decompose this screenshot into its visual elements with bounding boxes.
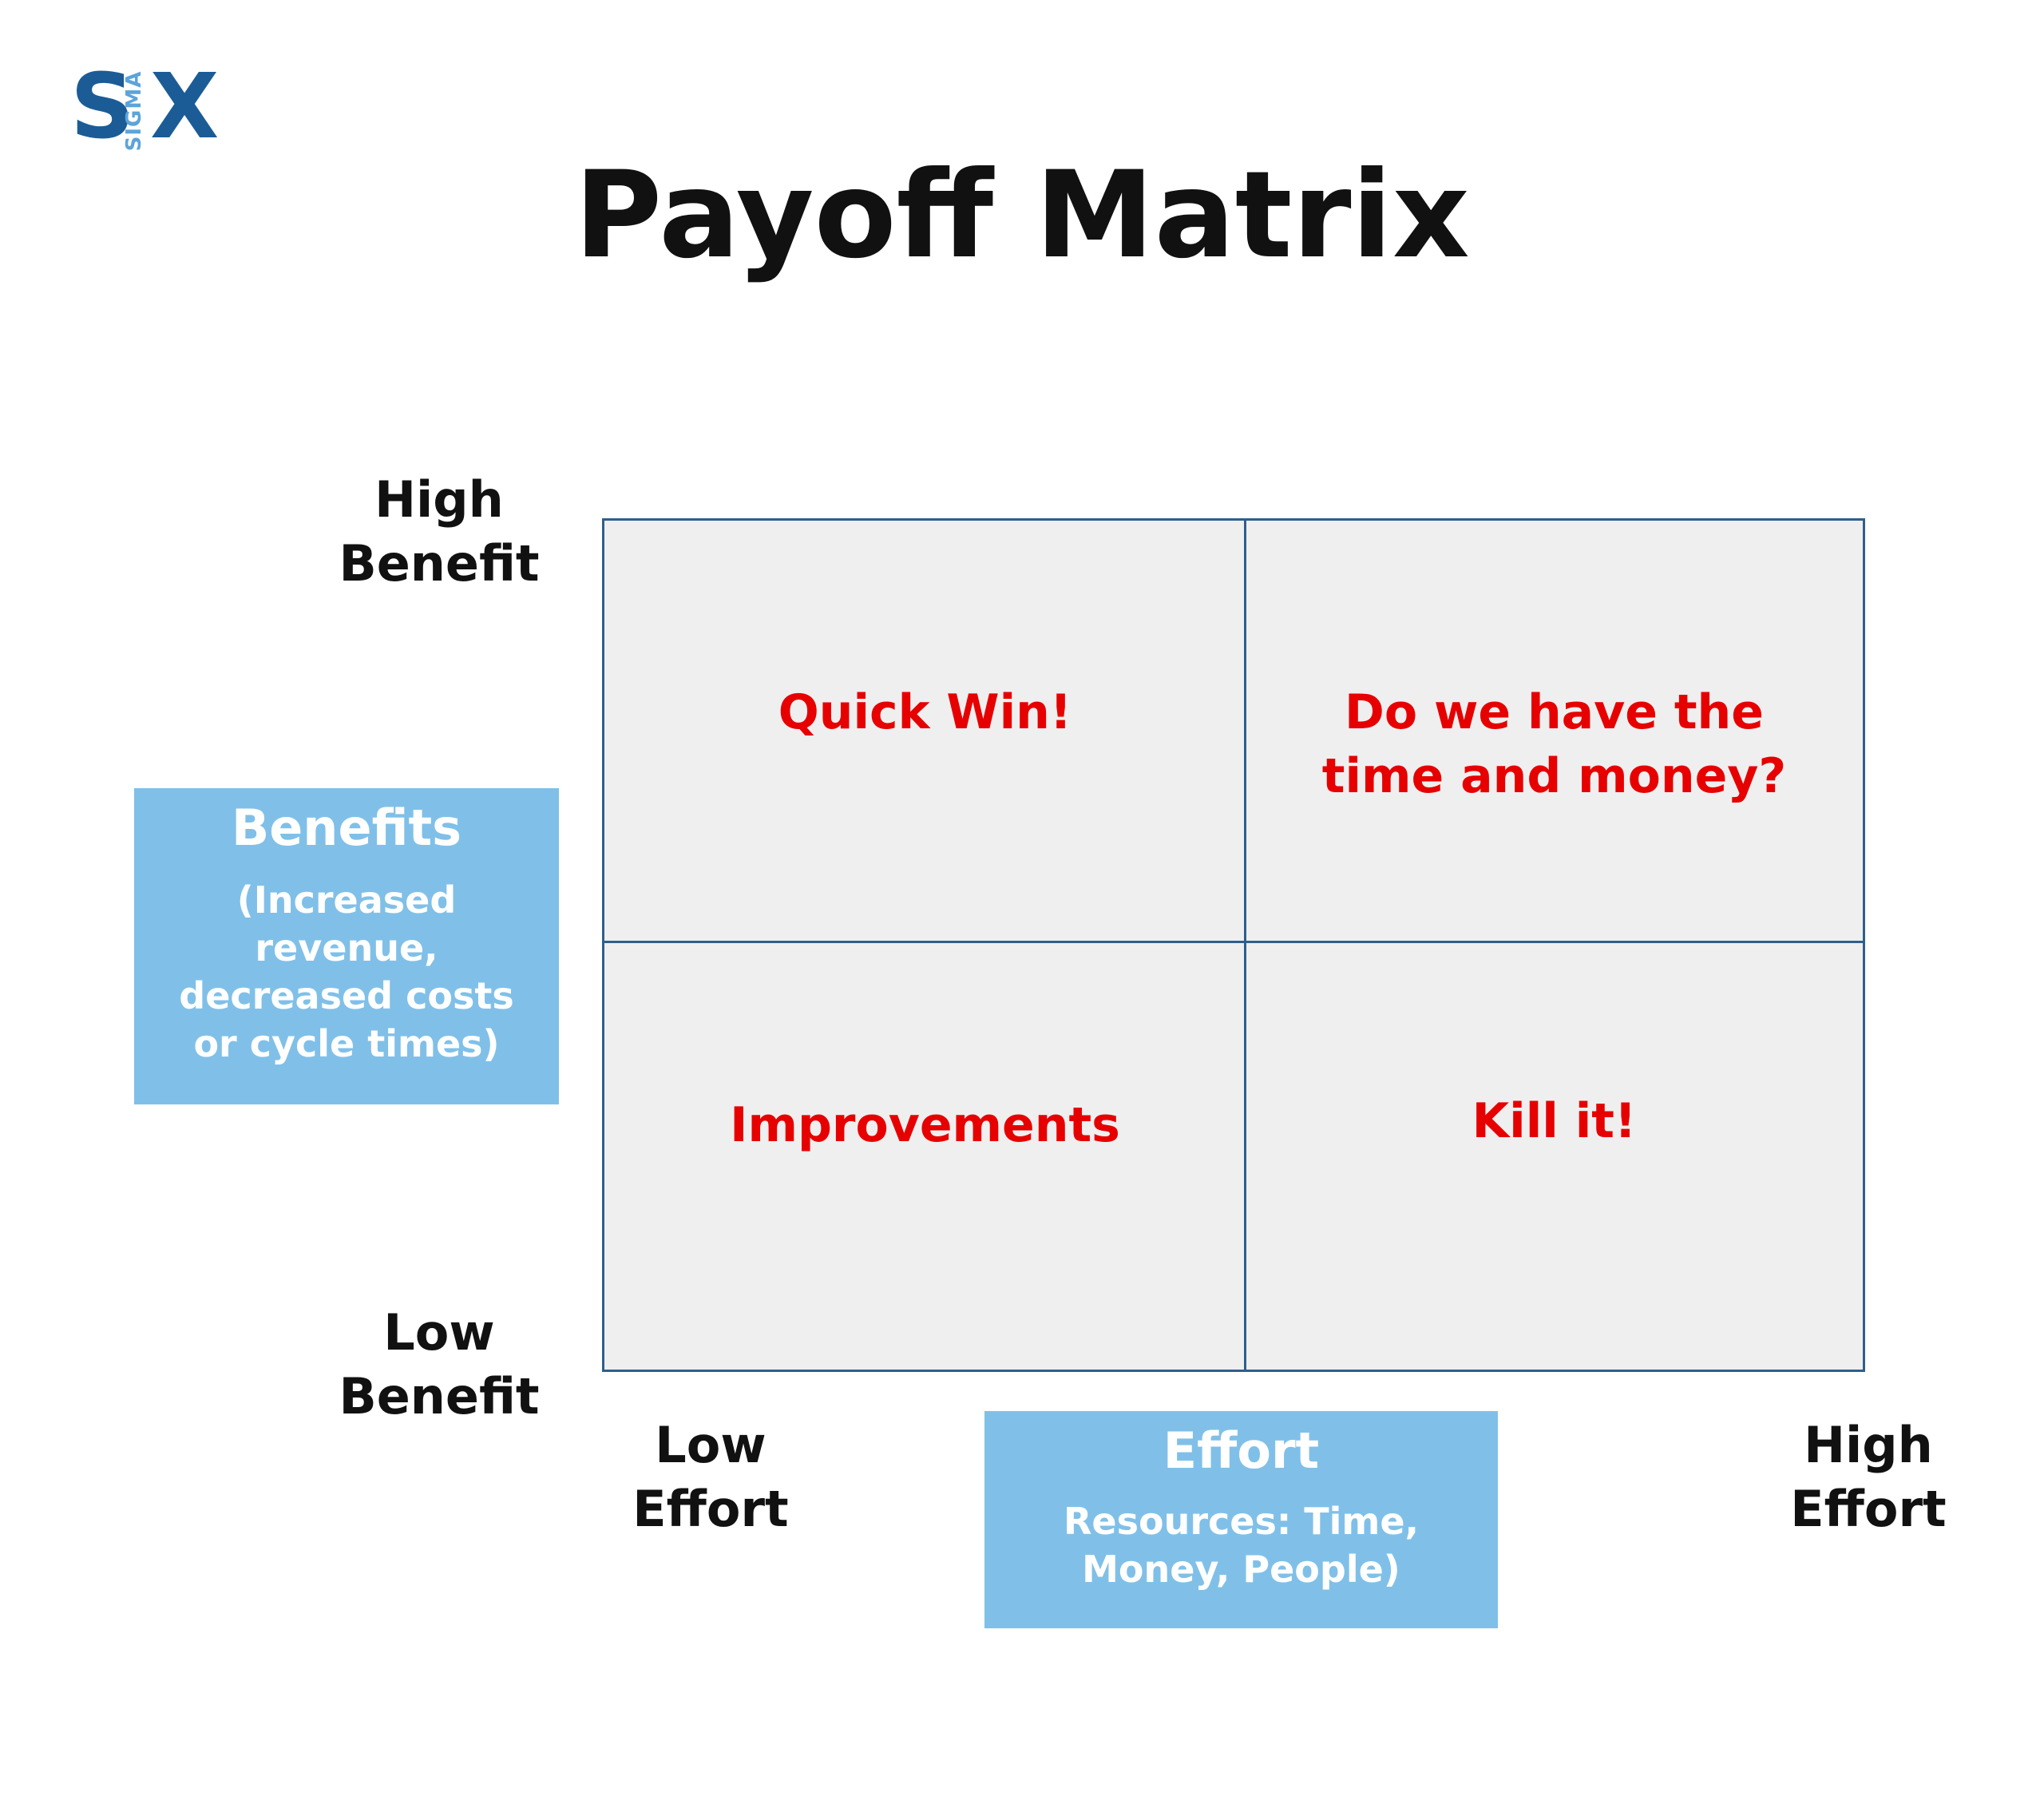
high-effort-label: High Effort xyxy=(1790,1416,1947,1538)
effort-title: Effort xyxy=(1163,1421,1320,1480)
quadrant-label-quick-win: Quick Win! xyxy=(778,684,1072,740)
payoff-matrix-grid: Quick Win! Do we have the time and money… xyxy=(602,518,1865,1372)
quadrant-label-improvements: Improvements xyxy=(730,1097,1120,1153)
low-benefit-label: Low Benefit xyxy=(339,1303,540,1425)
quadrant-improvements: Improvements xyxy=(604,942,1246,1370)
grid-vertical-divider xyxy=(1244,521,1246,1370)
high-benefit-label: High Benefit xyxy=(339,470,540,593)
benefits-axis-box: Benefits (Increased revenue, decreased c… xyxy=(134,788,559,1104)
sixsigma-logo: S SIGMA X xyxy=(70,55,222,159)
benefits-description: (Increased revenue, decreased costs or c… xyxy=(179,878,514,1065)
effort-axis-box: Effort Resources: Time, Money, People) xyxy=(984,1411,1498,1628)
quadrant-quick-win: Quick Win! xyxy=(604,521,1246,942)
effort-description: Resources: Time, Money, People) xyxy=(1063,1500,1420,1591)
logo-sigma-wordmark: SIGMA xyxy=(118,71,150,152)
grid-horizontal-divider xyxy=(604,941,1863,943)
logo-letter-s: S xyxy=(70,55,135,159)
benefits-title: Benefits xyxy=(232,799,461,857)
logo-sigma-text: SIGMA xyxy=(122,70,146,152)
low-effort-label: Low Effort xyxy=(632,1416,789,1538)
quadrant-kill-it: Kill it! xyxy=(1246,942,1863,1370)
logo-letter-x: X xyxy=(150,55,220,159)
quadrant-time-and-money: Do we have the time and money? xyxy=(1246,521,1863,942)
quadrant-label-time-and-money: Do we have the time and money? xyxy=(1321,684,1787,804)
quadrant-label-kill-it: Kill it! xyxy=(1472,1093,1637,1149)
page-title: Payoff Matrix xyxy=(574,146,1470,285)
